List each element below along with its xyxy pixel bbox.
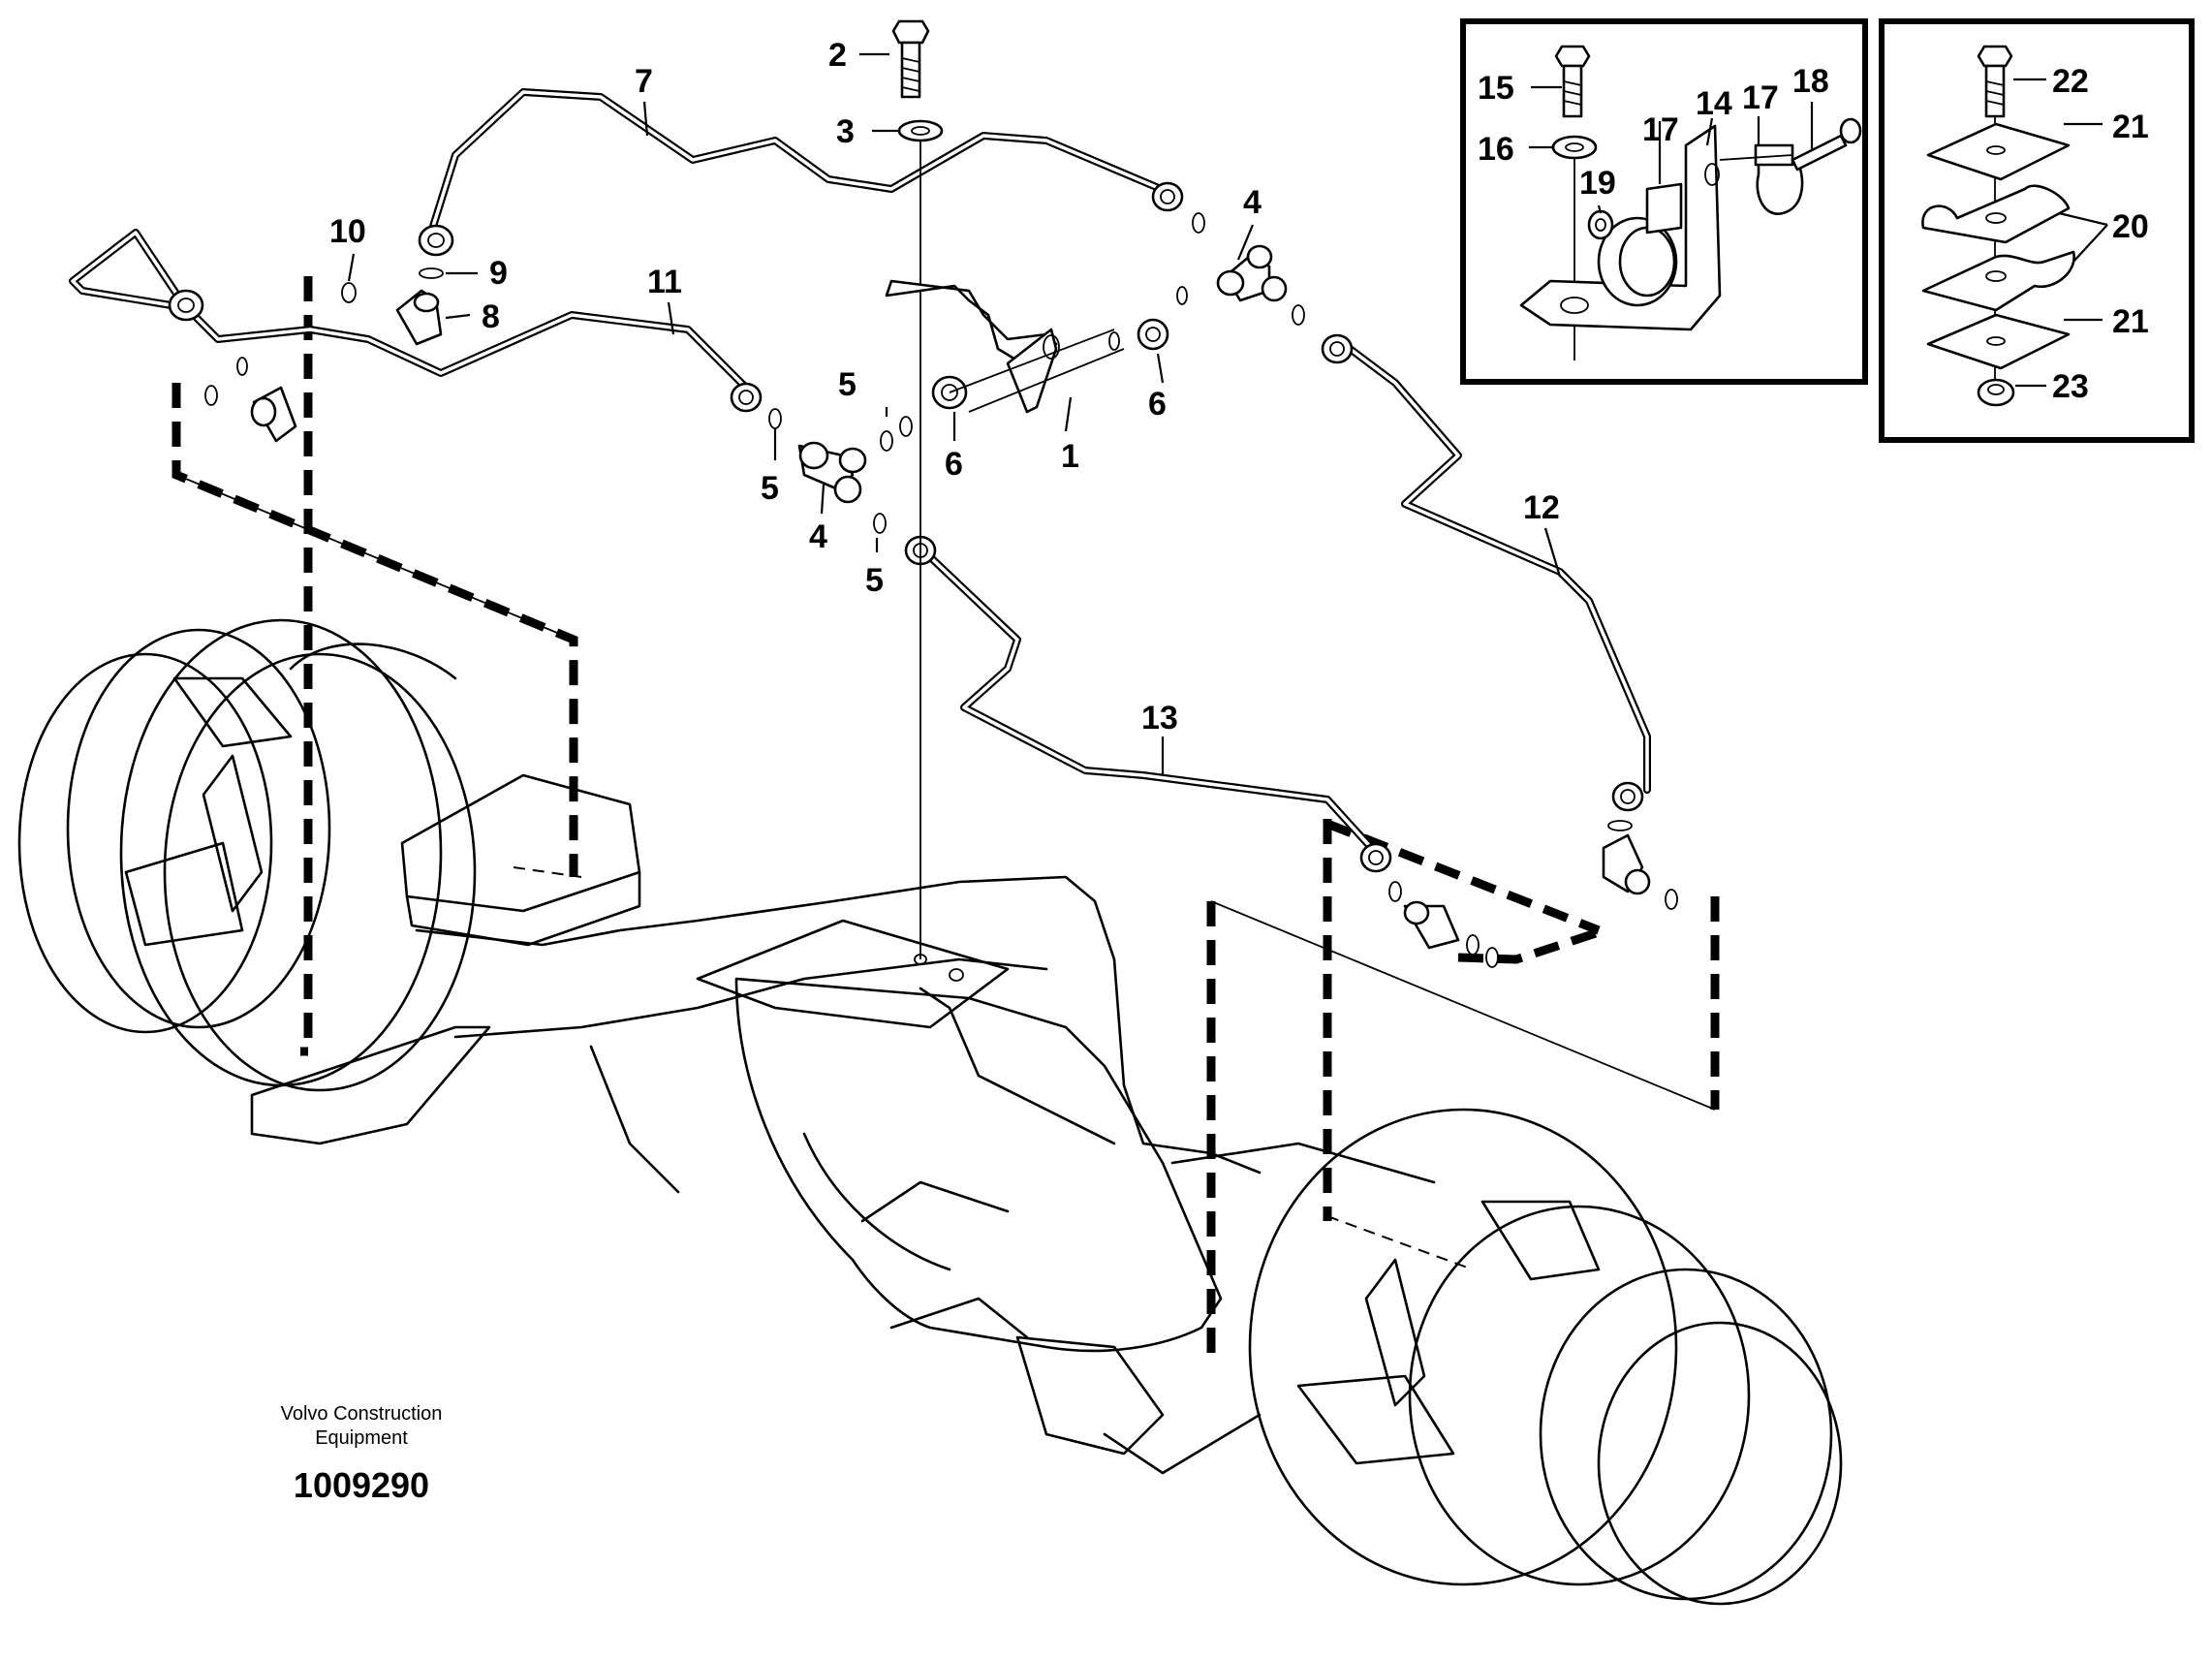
brand-line-1: Volvo Construction [281,1403,443,1425]
callout-3: 3 [836,113,855,150]
plate-21-lower [1926,313,2071,370]
callout-5-lower: 5 [865,562,884,599]
o-ring-10 [341,282,357,303]
pipe-nut-7-end [1151,181,1184,212]
callout-19: 19 [1579,165,1616,202]
callout-20: 20 [2112,208,2149,245]
callout-10: 10 [329,213,366,250]
bolt-22 [1977,45,2013,118]
callout-7: 7 [635,63,653,100]
callout-6-left: 6 [945,446,963,483]
elbow-fitting-center [1403,900,1460,950]
brake-pipe-7 [427,88,1176,236]
nut-23 [1977,378,2015,407]
callout-11: 11 [647,264,682,300]
washer-16 [1551,135,1598,160]
o-ring-9 [419,267,444,279]
callout-frames [171,276,1720,1362]
callout-9: 9 [489,255,508,292]
callout-4-left: 4 [809,518,827,555]
washer-3 [897,119,944,142]
callout-8: 8 [482,298,500,335]
pipe-nut-12-end [1611,781,1644,812]
pipe-nut-12 [1321,333,1354,364]
brand-line-2: Equipment [315,1427,408,1449]
callout-15: 15 [1478,70,1514,107]
callout-17-left: 17 [1642,111,1679,148]
callout-18: 18 [1792,63,1829,100]
mounting-pad [696,919,1010,1029]
elbow-fitting-8 [395,289,443,346]
footer-brand: Volvo Construction Equipment 1009290 [281,1403,443,1505]
pipe-clamp-17-right [1754,143,1804,215]
axle-tube [415,875,1262,1175]
document-number: 1009290 [294,1465,429,1505]
fittings [168,19,1678,968]
differential-housing [734,977,1223,1353]
callout-23: 23 [2052,368,2089,405]
bolt-2 [891,19,930,99]
left-wheel-hub [17,618,477,1092]
callout-labels: 1 2 3 4 4 5 5 5 6 6 7 8 9 10 11 12 13 14… [329,37,2149,736]
pipe-nut-7 [418,224,454,257]
plate-21-upper [1926,122,2071,181]
elbow-fitting-right [1602,833,1651,895]
callout-17-right: 17 [1742,79,1779,116]
callout-14: 14 [1696,85,1732,122]
callout-16: 16 [1478,131,1514,168]
callout-13: 13 [1141,700,1178,736]
callout-21-lower: 21 [2112,303,2149,340]
pipe-clamp-17-left [1597,182,1683,307]
callout-6-right: 6 [1148,386,1167,423]
bracket-1 [885,279,1060,414]
callout-22: 22 [2052,63,2089,100]
callout-2: 2 [828,37,847,74]
nut-19 [1587,209,1614,240]
pipe-nut-11 [730,382,763,413]
nut-6-right [1137,318,1169,351]
tee-fitting-4-right [1216,244,1288,302]
brake-pipes [69,88,1651,857]
callout-21-upper: 21 [2112,109,2149,145]
right-wheel-hub [1170,1108,1843,1606]
pipe-nut-loop [168,289,204,322]
bolt-15 [1554,45,1591,118]
screw-18 [1791,117,1862,172]
detail-box-pipe-clamp [1460,18,1868,385]
brake-pipe-12 [1333,335,1651,794]
callout-1: 1 [1061,438,1079,475]
detail-box-clamp-stack [1879,18,2195,443]
callout-12: 12 [1523,489,1560,526]
leader-lines [347,52,2108,775]
tee-fitting-4-left [797,441,867,504]
rear-axle-housing [17,618,1843,1606]
callout-4-right: 4 [1243,184,1262,221]
callout-5-left: 5 [761,470,779,507]
pipe-nut-13-end [1359,842,1392,873]
callout-5-upper: 5 [838,366,857,403]
elbow-fitting-left [204,357,297,443]
